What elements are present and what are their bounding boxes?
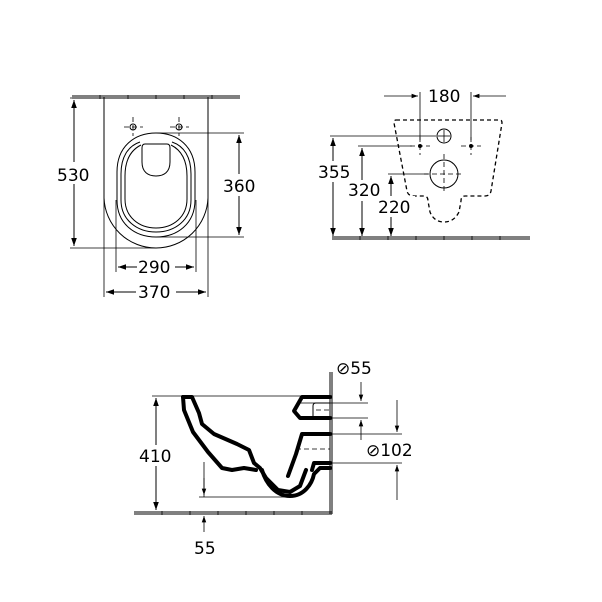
dim-inlet-height: 355 [318,135,436,236]
rear-view: 180 355 320 220 [318,87,530,240]
bowl-profile [181,395,308,494]
dim-label-55: 55 [194,539,216,559]
dim-label-diameter-102: ⊘102 [366,441,413,461]
dim-seat-depth: 360 [156,132,262,238]
rear-outline-dashed [393,119,503,223]
dim-label-220: 220 [378,198,410,218]
dim-bolt-spacing: 180 [384,87,506,140]
wall-line [329,372,333,514]
rear-upper [292,395,332,420]
dim-trap-clearance: 55 [194,462,292,559]
dim-total-width: 370 [103,198,209,303]
fixing-hole-right-icon [170,117,189,136]
floor-line [134,511,332,515]
dim-bolt-height: 320 [347,145,412,236]
floor-line [332,236,530,240]
supply-inlet-icon [436,128,452,144]
dim-label-290: 290 [138,258,170,278]
outlet-icon [424,154,464,194]
top-view: 530 360 290 370 [56,95,262,303]
rim-middle [120,141,192,233]
bowl-opening [141,143,171,177]
dim-inner-width: 290 [115,200,197,278]
dim-label-410: 410 [139,447,171,467]
bowl-profile-outer [181,395,258,472]
side-view: 410 55 ⊘55 ⊘102 [134,359,413,559]
dim-label-320: 320 [348,181,380,201]
rim-inner [124,144,188,229]
outlet-spigot [286,432,332,478]
trap-curve [260,466,332,498]
dim-inlet-diameter: ⊘55 [300,359,372,440]
dim-rim-height: 410 [138,395,330,510]
dim-label-355: 355 [318,163,350,183]
dim-label-530: 530 [57,166,89,186]
bowl-outline [103,97,209,249]
dim-label-370: 370 [138,283,170,303]
dim-label-diameter-55: ⊘55 [336,359,372,379]
fixing-hole-left-icon [124,117,143,136]
dim-label-180: 180 [428,87,460,107]
dim-total-depth: 530 [56,97,156,249]
dim-label-360: 360 [223,177,255,197]
dim-outlet-diameter: ⊘102 [320,400,413,500]
dim-outlet-height: 220 [377,173,428,236]
